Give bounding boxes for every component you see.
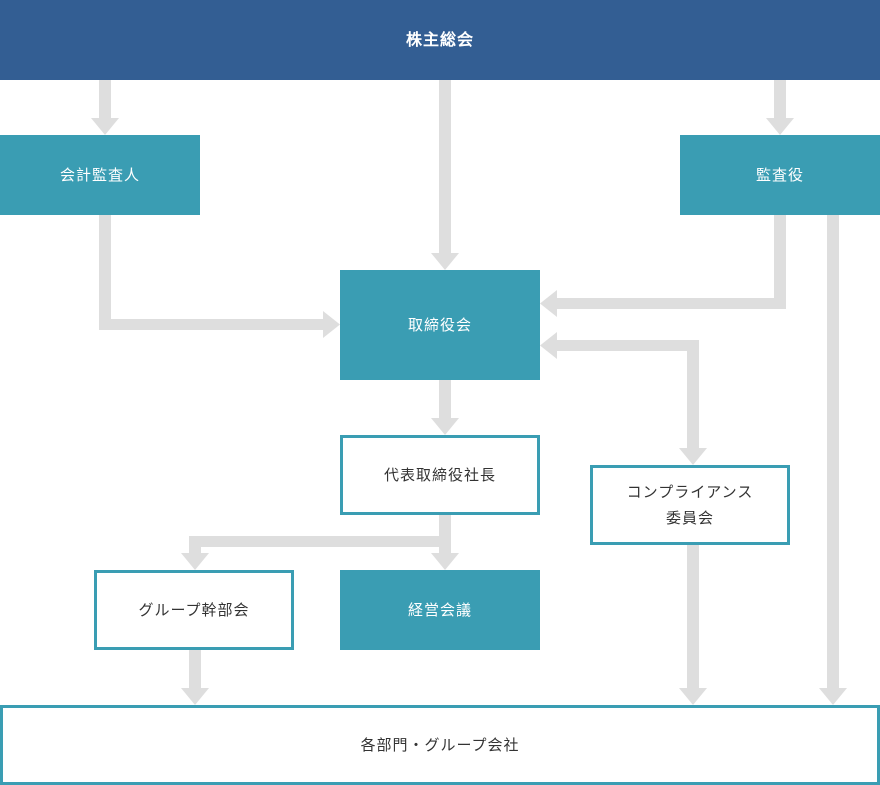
compliance-committee-label-line1: コンプライアンス (626, 483, 754, 501)
compliance-committee-box: コンプライアンス 委員会 (590, 465, 790, 545)
management-meeting-box: 経営会議 (340, 570, 540, 650)
board-of-directors-box: 取締役会 (340, 270, 540, 380)
group-executive-meeting-label: グループ幹部会 (138, 601, 250, 619)
shareholders-meeting-box: 株主総会 (0, 0, 880, 80)
departments-group-companies-box: 各部門・グループ会社 (0, 705, 880, 785)
departments-group-companies-label: 各部門・グループ会社 (360, 736, 520, 754)
audit-board-label: 監査役 (755, 166, 804, 184)
management-meeting-label: 経営会議 (407, 601, 472, 619)
compliance-committee-label-line2: 委員会 (665, 509, 714, 527)
board-of-directors-label: 取締役会 (407, 316, 472, 334)
president-label: 代表取締役社長 (383, 466, 496, 484)
accounting-auditor-label: 会計監査人 (59, 166, 140, 184)
group-executive-meeting-box: グループ幹部会 (94, 570, 294, 650)
accounting-auditor-box: 会計監査人 (0, 135, 200, 215)
audit-board-box: 監査役 (680, 135, 880, 215)
shareholders-meeting-label: 株主総会 (405, 30, 474, 49)
president-box: 代表取締役社長 (340, 435, 540, 515)
